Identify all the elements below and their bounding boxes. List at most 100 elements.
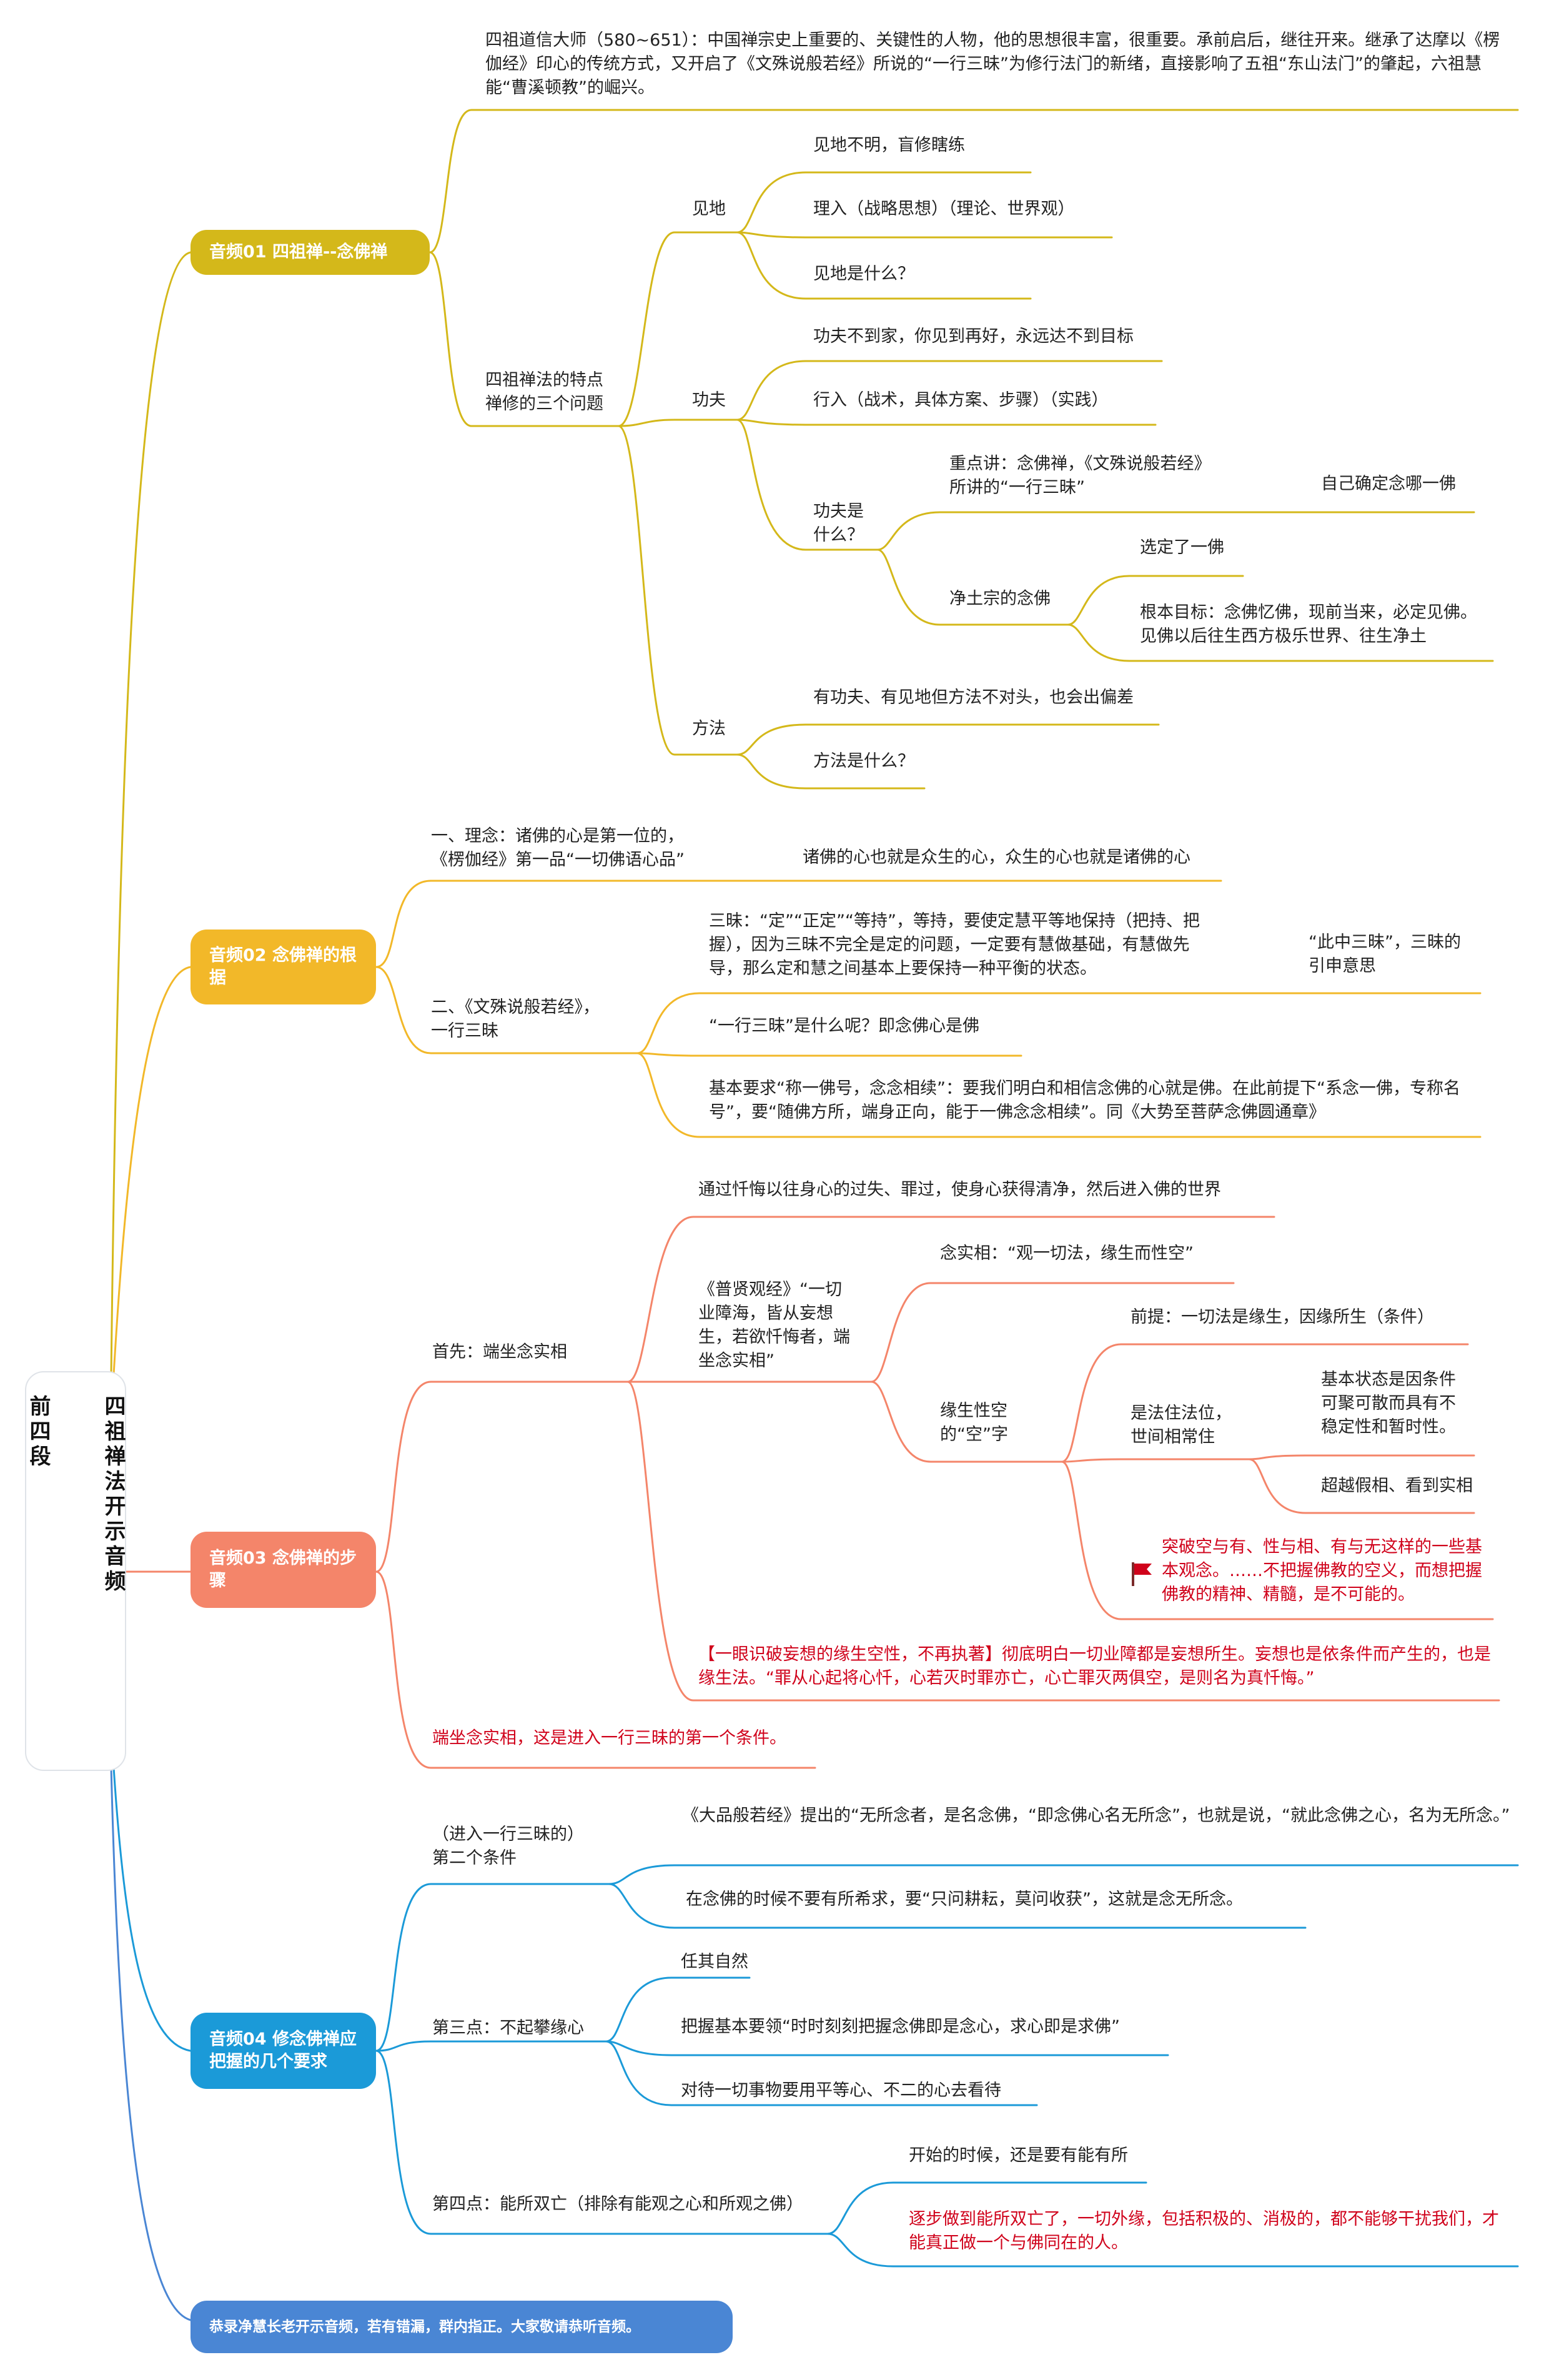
connector: [636, 1052, 1022, 1057]
root-title: 四祖禅法开示音频 前四段: [26, 1395, 126, 1595]
s4-fourth-item-2: 逐步做到能所双亡了，一切外缘，包括积极的、消极的，都不能够干扰我们，才能真正做一…: [909, 2209, 1499, 2253]
connector: [1248, 1454, 1475, 1460]
connector: [375, 966, 638, 1054]
s2-basic: 基本要求“称一佛号，念念相续”：要我们明白和相信念佛的心就是佛。在此前提下“系念…: [709, 1079, 1460, 1122]
connector: [736, 231, 1032, 300]
s1-features: 四祖禅法的特点 禅修的三个问题: [485, 370, 603, 414]
s4-second-item-2: 在念佛的时候不要有所希求，要“只问耕耘，莫问收获”，这就是念无所念。: [686, 1890, 1243, 1909]
connector: [605, 1976, 751, 2043]
s1-jiandi-item-1: 见地不明，盲修瞎练: [813, 136, 965, 155]
branch-label: 音频04 修念佛禅应把握的几个要求: [209, 2030, 357, 2071]
connector: [1248, 1458, 1475, 1514]
branch-audio-04[interactable]: 音频04 修念佛禅应把握的几个要求: [191, 2013, 376, 2089]
connector: [605, 2040, 1169, 2056]
s4-third-item-2: 把握基本要领“时时刻刻把握念佛即是念心，求心即是求佛”: [681, 2017, 1120, 2036]
s3-dharma: 是法住法位， 世间相常住: [1131, 1404, 1232, 1447]
s1-focus: 重点讲：念佛禅，《文殊说般若经》 所讲的“一行三昧”: [949, 454, 1211, 497]
branch-label: 恭录净慧长老开示音频，若有错漏，群内指正。大家敬请恭听音频。: [209, 2319, 640, 2335]
connector: [1061, 1343, 1469, 1463]
s2-samadhi: 三昧：“定”“正定”“等持”，等持，要使定慧平等地保持（把持、把握），因为三昧不…: [709, 911, 1200, 978]
s4-third-item-1: 任其自然: [681, 1952, 748, 1971]
s1-fangfa: 方法: [692, 719, 726, 738]
connector: [736, 419, 879, 551]
connector: [636, 1052, 1482, 1138]
s2-samadhi-child: “此中三昧”，三昧的 引申意思: [1309, 933, 1461, 976]
s4-third: 第三点：不起攀缘心: [432, 2018, 584, 2038]
s2-idea-child: 诸佛的心也就是众生的心，众生的心也就是诸佛的心: [803, 848, 1190, 867]
connector: [375, 1883, 610, 2052]
connector: [605, 2040, 1038, 2106]
s3-seeing: 【一眼识破妄想的缘生空性，不再执著】彻底明白一切业障都是妄想所生。妄想也是依条件…: [698, 1645, 1491, 1688]
root-node[interactable]: 四祖禅法开示音频 前四段: [25, 1371, 126, 1771]
branch-audio-02[interactable]: 音频02 念佛禅的根据: [191, 930, 376, 1004]
s1-pureland: 净土宗的念佛: [949, 589, 1051, 608]
connector: [826, 2233, 1519, 2268]
connector: [626, 1216, 1275, 1383]
connector: [1061, 1460, 1494, 1620]
connector: [1067, 623, 1494, 662]
connector: [1061, 1458, 1250, 1463]
s1-choose: 自己确定念哪一佛: [1321, 474, 1456, 493]
connector: [736, 231, 1113, 239]
s4-second-item-1: 《大品般若经》提出的“无所念者，是名念佛，“即念佛心名无所念”，也就是说，“就此…: [682, 1806, 1510, 1825]
connector: [608, 1883, 1307, 1929]
s3-breakthrough: 突破空与有、性与相、有与无这样的一些基本观念。……不把握佛教的空义，而想把握佛教…: [1162, 1537, 1482, 1604]
branch-label: 音频03 念佛禅的步骤: [209, 1549, 357, 1590]
connector: [617, 425, 738, 756]
s4-third-item-3: 对待一切事物要用平等心、不二的心去看待: [681, 2081, 1001, 2100]
s1-intro: 四祖道信大师（580~651）：中国禅宗史上重要的、关键性的人物，他的思想很丰富…: [485, 31, 1500, 97]
connector: [870, 1282, 1235, 1383]
connector: [626, 1381, 1500, 1702]
section3-connectors: [375, 1216, 1500, 1769]
s1-jiandi: 见地: [692, 199, 726, 219]
connector: [617, 231, 738, 427]
connector-root-s2: [112, 966, 192, 1376]
connector: [736, 419, 1157, 426]
connector: [428, 109, 1519, 254]
connector: [736, 360, 1163, 421]
connector-root-s1: [110, 251, 192, 1376]
s3-empty: 缘生性空 的“空”字: [940, 1401, 1008, 1444]
s3-first: 首先：端坐念实相: [432, 1342, 567, 1362]
connector: [375, 2050, 829, 2235]
s3-beyond: 超越假相、看到实相: [1321, 1476, 1473, 1495]
connector: [636, 992, 1482, 1054]
branch-audio-01[interactable]: 音频01 四祖禅--念佛禅: [191, 230, 430, 275]
s1-pureland-item-2: 根本目标：念佛忆佛，现前当来，必定见佛。见佛以后往生西方极乐世界、往生净土: [1140, 603, 1477, 646]
red-flag-icon: [1132, 1562, 1152, 1586]
connector: [736, 171, 1032, 234]
s1-fangfa-item-1: 有功夫、有见地但方法不对头，也会出偏差: [813, 688, 1134, 707]
s3-premise: 前提：一切法是缘生，因缘所生（条件）: [1131, 1307, 1434, 1327]
branch-label: 音频02 念佛禅的根据: [209, 946, 357, 988]
root-connectors: [110, 251, 192, 2321]
connector: [375, 880, 1222, 968]
connector: [375, 1570, 816, 1769]
section1-connectors: [428, 109, 1519, 790]
s4-fourth-item-1: 开始的时候，还是要有能有所: [909, 2146, 1128, 2165]
connector: [608, 1864, 1519, 1885]
connector: [870, 1381, 1063, 1463]
connector: [736, 753, 926, 790]
s3-conclusion: 端坐念实相，这是进入一行三昧的第一个条件。: [432, 1728, 786, 1748]
connector: [876, 548, 1069, 626]
connector: [736, 723, 1160, 756]
s1-gongfu-item-2: 行入（战术，具体方案、步骤）（实践）: [813, 390, 1109, 410]
connector: [1067, 575, 1244, 626]
branch-label: 音频01 四祖禅--念佛禅: [209, 242, 388, 262]
s1-pureland-item-1: 选定了一佛: [1140, 538, 1224, 557]
s2-idea: 一、理念：诸佛的心是第一位的， 《楞伽经》第一品“一切佛语心品”: [431, 826, 685, 870]
s2-what: “一行三昧”是什么呢？即念佛心是佛: [709, 1016, 979, 1036]
connector-root-s4: [112, 1767, 192, 2052]
s3-state: 基本状态是因条件 可聚可散而具有不 稳定性和暂时性。: [1321, 1370, 1456, 1437]
s1-jiandi-item-2: 理入（战略思想）（理论、世界观）: [813, 199, 1075, 219]
section4-connectors: [375, 1864, 1519, 2268]
s3-repent: 通过忏悔以往身心的过失、罪过，使身心获得清净，然后进入佛的世界: [698, 1180, 1221, 1199]
s2-sutra: 二、《文殊说般若经》， 一行三昧: [431, 998, 600, 1041]
branch-audio-03[interactable]: 音频03 念佛禅的步骤: [191, 1532, 376, 1608]
s1-jiandi-item-3: 见地是什么？: [813, 264, 914, 284]
branch-closing-note[interactable]: 恭录净慧长老开示音频，若有错漏，群内指正。大家敬请恭听音频。: [191, 2301, 733, 2353]
connector: [375, 2040, 607, 2052]
s1-gongfu: 功夫: [692, 390, 726, 410]
